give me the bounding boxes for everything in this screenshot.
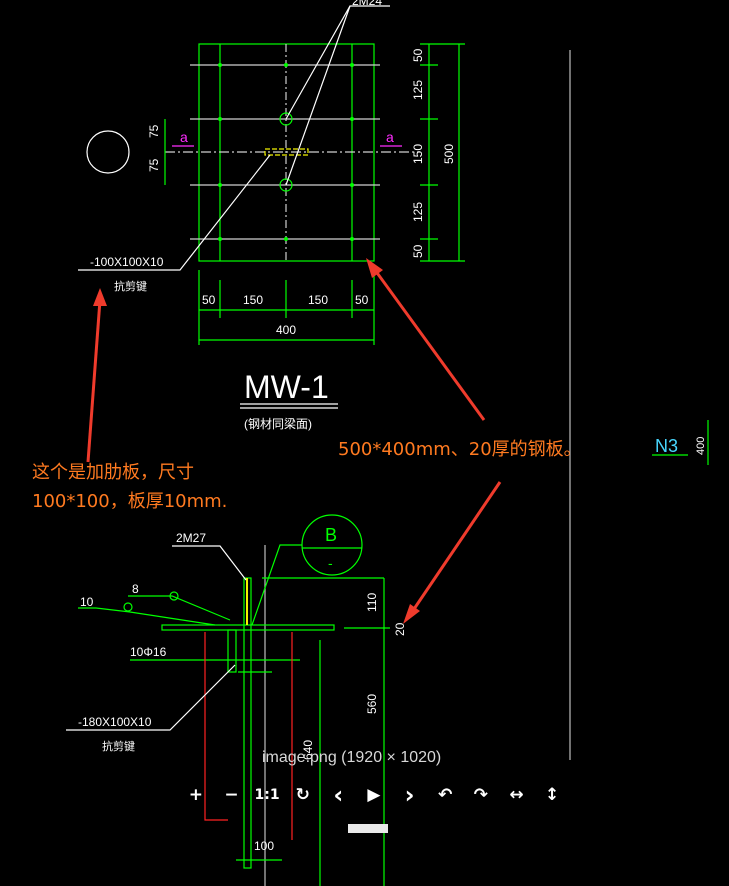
fit-height-button[interactable]: ↕ — [544, 785, 560, 805]
bolt-label-top: 2M24 — [352, 0, 382, 8]
undo-button[interactable]: ↶ — [438, 785, 453, 805]
n3-dim: 400 — [695, 437, 707, 455]
stiffener-sublabel-top: 抗剪键 — [114, 279, 147, 293]
annotation-arrows — [86, 258, 502, 624]
stiffener-label-top: -100X100X10 — [90, 255, 164, 269]
left-dim-1: 75 — [147, 124, 161, 138]
bottom-dim-2: 150 — [243, 293, 263, 307]
weld-size-10: 10 — [80, 595, 94, 609]
drawing-subtitle: (钢材同梁面) — [244, 416, 312, 431]
stiffener-sublabel-bottom: 抗剪键 — [102, 739, 135, 753]
actual-size-button[interactable]: 1:1 — [254, 787, 280, 803]
right-dim-1: 50 — [411, 48, 425, 62]
right-dim-2: 125 — [411, 80, 425, 100]
n3-label: N3 — [655, 436, 678, 456]
bottom-dim-4: 50 — [355, 293, 369, 307]
bottom-dim-3: 150 — [308, 293, 328, 307]
dim-560: 560 — [365, 694, 379, 714]
zoom-out-button[interactable]: − — [224, 785, 239, 805]
bottom-dim-1: 50 — [202, 293, 216, 307]
section-mark-left: a — [180, 129, 188, 145]
viewer-toolbar: + − 1:1 ↻ ‹ ▶ › ↶ ↷ ↔ ↕ — [178, 778, 570, 812]
dim-20: 20 — [393, 622, 407, 636]
rotate-button[interactable]: ↻ — [295, 785, 310, 805]
right-dim-4: 125 — [411, 202, 425, 222]
bottom-dim-total: 400 — [276, 323, 296, 337]
rebar-label: 10Φ16 — [130, 645, 167, 659]
previous-button[interactable]: ‹ — [333, 781, 344, 809]
dim-640: 640 — [301, 740, 315, 760]
thumbnail-strip[interactable] — [348, 824, 388, 833]
fit-width-button[interactable]: ↔ — [509, 785, 524, 805]
plate-annotation: 500*400mm、20厚的钢板。 — [338, 439, 582, 460]
right-dim-5: 50 — [411, 244, 425, 258]
next-button[interactable]: › — [404, 781, 415, 809]
play-button[interactable]: ▶ — [367, 785, 381, 805]
dim-110: 110 — [365, 593, 379, 612]
redo-button[interactable]: ↷ — [473, 785, 488, 805]
detail-bubble-top: B — [325, 525, 337, 545]
stiffener-annotation: 这个是加肋板，尺寸 100*100，板厚10mm. — [32, 462, 228, 512]
embed-plate-section — [66, 514, 390, 886]
right-dim-total: 500 — [442, 144, 456, 164]
left-dim-2: 75 — [147, 158, 161, 172]
embed-plate-plan — [78, 5, 709, 886]
bolt-label-section: 2M27 — [176, 531, 206, 545]
right-dim-3: 150 — [411, 144, 425, 164]
zoom-in-button[interactable]: + — [188, 785, 203, 805]
detail-bubble-bottom: - — [328, 555, 333, 571]
weld-size-8: 8 — [132, 582, 139, 596]
dim-100: 100 — [254, 839, 274, 853]
stiffener-label-bottom: -180X100X10 — [78, 715, 152, 729]
image-caption: image.png (1920 × 1020) — [262, 749, 442, 766]
drawing-title: MW-1 — [244, 369, 329, 405]
section-mark-right: a — [386, 129, 394, 145]
